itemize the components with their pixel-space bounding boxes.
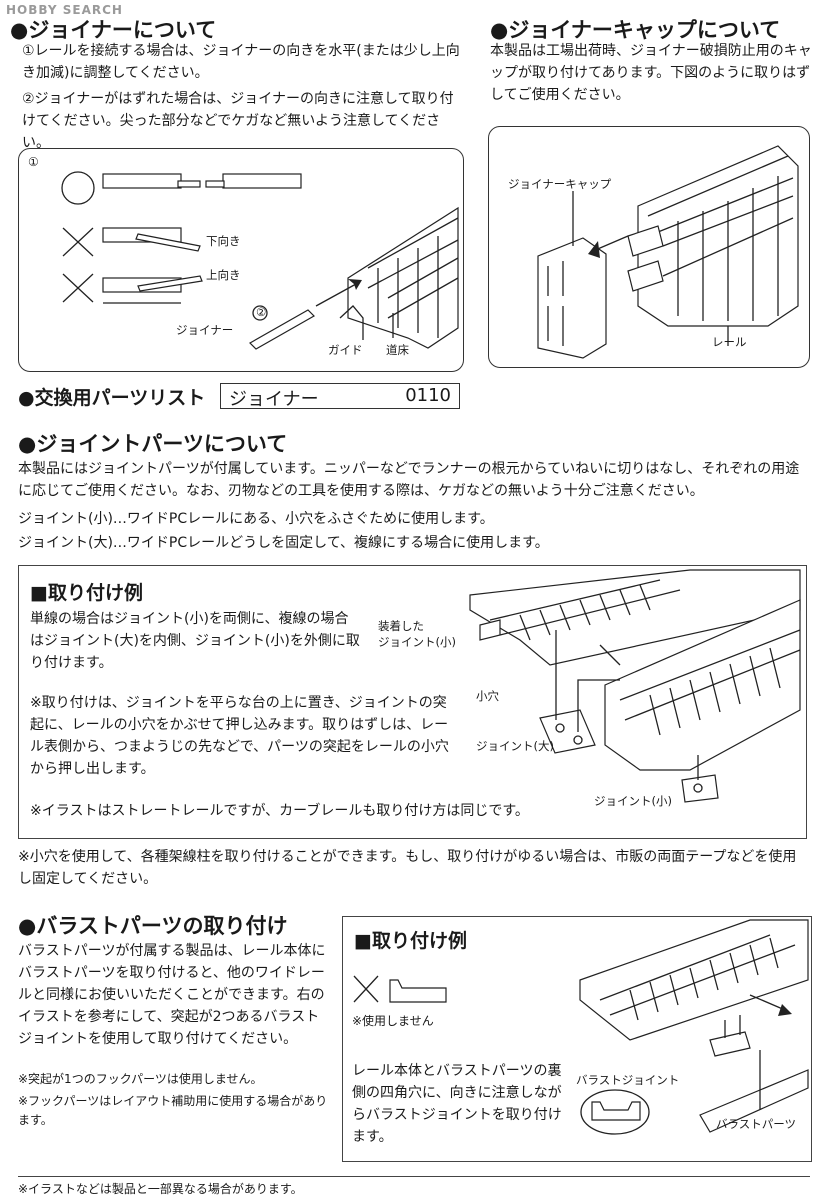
joiner-fig-down: 下向き xyxy=(206,234,241,248)
joiner-fig-roadbed: 道床 xyxy=(386,343,409,357)
joint-title: ●ジョイントパーツについて xyxy=(18,432,288,456)
footer-rule xyxy=(18,1176,810,1177)
watermark: HOBBY SEARCH xyxy=(6,3,123,17)
parts-title: ●交換用パーツリスト xyxy=(18,387,206,409)
ballast-n2: ※フックパーツはレイアウト補助用に使用する場合があります。 xyxy=(18,1094,328,1127)
joiner-fig-guide: ガイド xyxy=(328,343,363,357)
joiner-figure xyxy=(61,171,459,350)
joiner-fig-joiner: ジョイナー xyxy=(176,323,234,337)
example1-title: ■取り付け例 xyxy=(30,582,143,604)
cap-p: 本製品は工場出荷時、ジョイナー破損防止用のキャップが取り付けてあります。下図のよ… xyxy=(490,43,812,103)
ballast-n1: ※突起が1つのフックパーツは使用しません。 xyxy=(18,1072,263,1086)
example2-p: レール本体とバラストパーツの裏側の四角穴に、向きに注意しながらバラストジョイント… xyxy=(352,1063,562,1145)
example2-box xyxy=(342,916,812,1162)
parts-name: ジョイナー xyxy=(229,389,319,410)
example1-fig-mounted2: ジョイント(小) xyxy=(378,635,456,649)
cap-title: ●ジョイナーキャップについて xyxy=(490,18,781,42)
ballast-p: バラストパーツが付属する製品は、レール本体にバラストパーツを取り付けると、他のワ… xyxy=(18,943,326,1047)
example2-figure xyxy=(579,919,809,1135)
joint-p1: 本製品にはジョイントパーツが付属しています。ニッパーなどでランナーの根元からてい… xyxy=(18,461,800,499)
example1-p2: ※取り付けは、ジョイントを平らな台の上に置き、ジョイントの突起に、レールの小穴を… xyxy=(30,695,449,777)
example1-fig-large: ジョイント(大) xyxy=(476,739,554,753)
joiner-p2: ②ジョイナーがはずれた場合は、ジョイナーの向きに注意して取り付けてください。尖っ… xyxy=(22,91,454,151)
joiner-fig-circle1: ① xyxy=(28,155,39,169)
example1-fig-mounted: 装着した xyxy=(378,619,424,633)
example1-box xyxy=(18,565,807,839)
hole-note: ※小穴を使用して、各種架線柱を取り付けることができます。もし、取り付けがゆるい場… xyxy=(18,849,797,887)
joiner-fig-up: 上向き xyxy=(206,268,241,282)
example1-figure xyxy=(469,569,801,803)
cap-figure-box xyxy=(488,126,810,368)
example2-fig-bj: バラストジョイント xyxy=(576,1073,680,1087)
example1-p1: 単線の場合はジョイント(小)を両側に、複線の場合はジョイント(大)を内側、ジョイ… xyxy=(30,611,360,671)
example2-title: ■取り付け例 xyxy=(354,930,467,952)
joiner-p1: ①レールを接続する場合は、ジョイナーの向きを水平(または少し上向き加減)に調整し… xyxy=(22,43,460,81)
example1-fig-small: ジョイント(小) xyxy=(594,794,672,808)
joint-p2: ジョイント(小)…ワイドPCレールにある、小穴をふさぐために使用します。 xyxy=(18,511,494,527)
joiner-title: ●ジョイナーについて xyxy=(10,18,217,42)
parts-code: 0110 xyxy=(405,385,451,406)
joiner-figure-box xyxy=(18,148,464,372)
cap-fig-cap-label: ジョイナーキャップ xyxy=(508,177,612,191)
example1-note: ※イラストはストレートレールですが、カーブレールも取り付け方は同じです。 xyxy=(30,803,529,819)
cap-figure xyxy=(537,145,799,359)
example1-fig-hole: 小穴 xyxy=(476,689,499,703)
ballast-title: ●バラストパーツの取り付け xyxy=(18,914,288,938)
example2-notuse-figure xyxy=(353,975,447,1003)
joiner-fig-circle2: ② xyxy=(256,305,267,319)
joint-p3: ジョイント(大)…ワイドPCレールどうしを固定して、複線にする場合に使用します。 xyxy=(18,535,549,551)
cap-fig-rail-label: レール xyxy=(712,335,747,349)
example2-notuse: ※使用しません xyxy=(352,1014,434,1028)
parts-table: ジョイナー 0110 xyxy=(220,383,460,410)
footer-note: ※イラストなどは製品と一部異なる場合があります。 xyxy=(18,1182,303,1196)
example2-fig-bp: バラストパーツ xyxy=(716,1117,797,1131)
